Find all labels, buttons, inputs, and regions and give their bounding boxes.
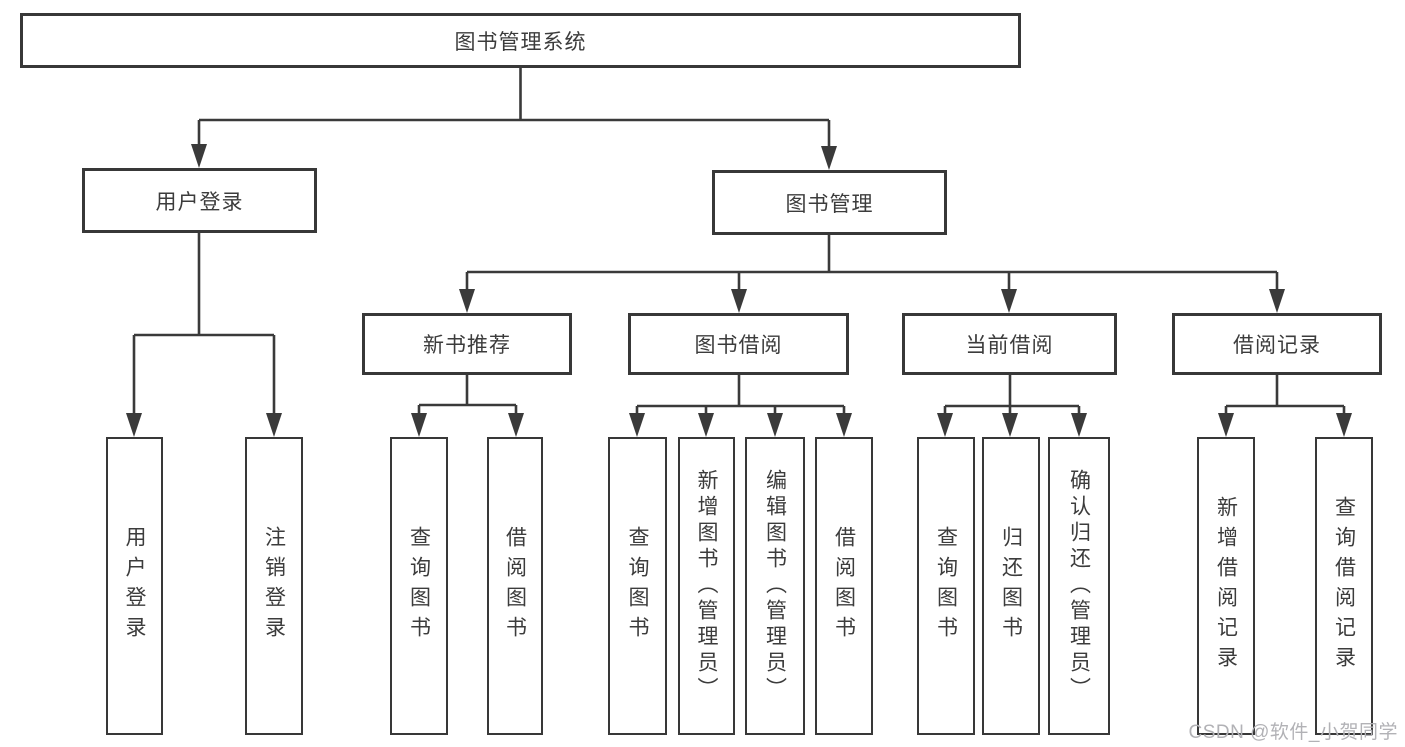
node-label: 图书管理 [785,192,874,216]
node-label: 查询借阅记录 [1332,496,1356,676]
node-label: 查询图书 [407,526,431,646]
node-label: 用户登录 [123,526,146,646]
node-label: 新增图书（管理员） [695,469,718,703]
leaf-query-borrow-record: 查询借阅记录 [1315,437,1373,735]
leaf-borrowing-borrow-book: 借阅图书 [815,437,873,735]
node-label: 图书借阅 [694,334,783,357]
leaf-add-book-admin: 新增图书（管理员） [678,437,735,735]
node-new-book-recommend: 新书推荐 [362,313,572,375]
leaf-return-book: 归还图书 [982,437,1040,735]
leaf-recommend-borrow-book: 借阅图书 [487,437,543,735]
node-book-borrowing: 图书借阅 [628,313,849,375]
connector-user-login-to-leaves [132,233,276,420]
csdn-watermark: CSDN @软件_小贺同学 [1188,722,1398,743]
node-label: 当前借阅 [965,334,1054,357]
node-label: 查询图书 [934,526,958,646]
node-label: 归还图书 [999,526,1023,646]
leaf-current-query-book: 查询图书 [917,437,975,735]
connector-root-to-level2 [197,68,831,152]
node-root: 图书管理系统 [20,13,1021,68]
connector-book-borrowing-to-leaves [635,375,846,420]
leaf-recommend-query-book: 查询图书 [390,437,448,735]
connector-borrow-records-to-leaves [1224,375,1346,420]
connector-current-borrowing-to-leaves [943,375,1081,420]
connector-book-mgmt-to-level3 [465,235,1279,297]
leaf-user-login: 用户登录 [106,437,163,735]
node-user-login: 用户登录 [82,168,317,233]
leaf-add-borrow-record: 新增借阅记录 [1197,437,1255,735]
leaf-borrowing-query-book: 查询图书 [608,437,667,735]
node-label: 用户登录 [155,190,244,214]
node-label: 借阅记录 [1233,334,1321,357]
node-label: 新增借阅记录 [1214,496,1238,676]
leaf-logout: 注销登录 [245,437,303,735]
node-label: 注销登录 [262,526,286,646]
node-label: 新书推荐 [423,334,511,357]
node-label: 查询图书 [626,526,649,646]
node-label: 借阅图书 [832,526,856,646]
node-label: 确认归还（管理员） [1067,469,1091,703]
node-borrow-records: 借阅记录 [1172,313,1382,375]
leaf-edit-book-admin: 编辑图书（管理员） [745,437,805,735]
node-book-management: 图书管理 [712,170,947,235]
leaf-confirm-return-admin: 确认归还（管理员） [1048,437,1110,735]
connector-new-book-recommend-to-leaves [417,375,518,420]
node-label: 借阅图书 [503,526,527,646]
node-label: 图书管理系统 [454,30,587,54]
node-label: 编辑图书（管理员） [763,469,787,703]
node-current-borrowing: 当前借阅 [902,313,1117,375]
